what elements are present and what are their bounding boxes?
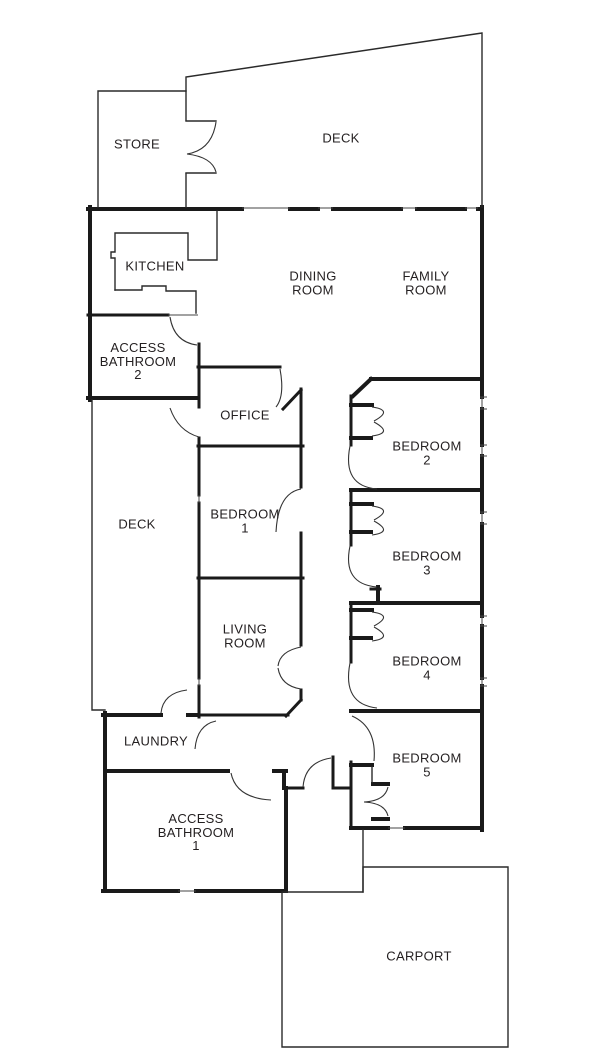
room-label-access-bathroom-1: ACCESS BATHROOM 1: [157, 810, 235, 853]
room-label-store: STORE: [113, 136, 161, 152]
room-label-kitchen: KITCHEN: [125, 258, 185, 274]
exterior-walls: [86, 205, 484, 893]
room-label-deck-left: DECK: [118, 516, 156, 532]
room-label-living-room: LIVING ROOM: [222, 621, 268, 650]
room-label-bedroom-5: BEDROOM 5: [392, 750, 462, 779]
room-label-bedroom-3: BEDROOM 3: [392, 548, 462, 577]
room-label-deck-upper: DECK: [322, 130, 360, 146]
room-label-bedroom-1: BEDROOM 1: [210, 506, 280, 535]
room-label-laundry: LAUNDRY: [124, 733, 188, 749]
windows: [168, 207, 487, 892]
room-label-office: OFFICE: [220, 407, 270, 423]
interior-walls: [86, 313, 382, 830]
thin-outlines: [91, 32, 509, 1048]
room-label-family-room: FAMILY ROOM: [402, 268, 450, 297]
room-label-carport: CARPORT: [386, 948, 452, 964]
room-label-dining-room: DINING ROOM: [289, 268, 337, 297]
room-label-access-bathroom-2: ACCESS BATHROOM 2: [99, 339, 177, 382]
room-label-bedroom-4: BEDROOM 4: [392, 653, 462, 682]
room-label-bedroom-2: BEDROOM 2: [392, 438, 462, 467]
door-arcs: [160, 121, 389, 817]
